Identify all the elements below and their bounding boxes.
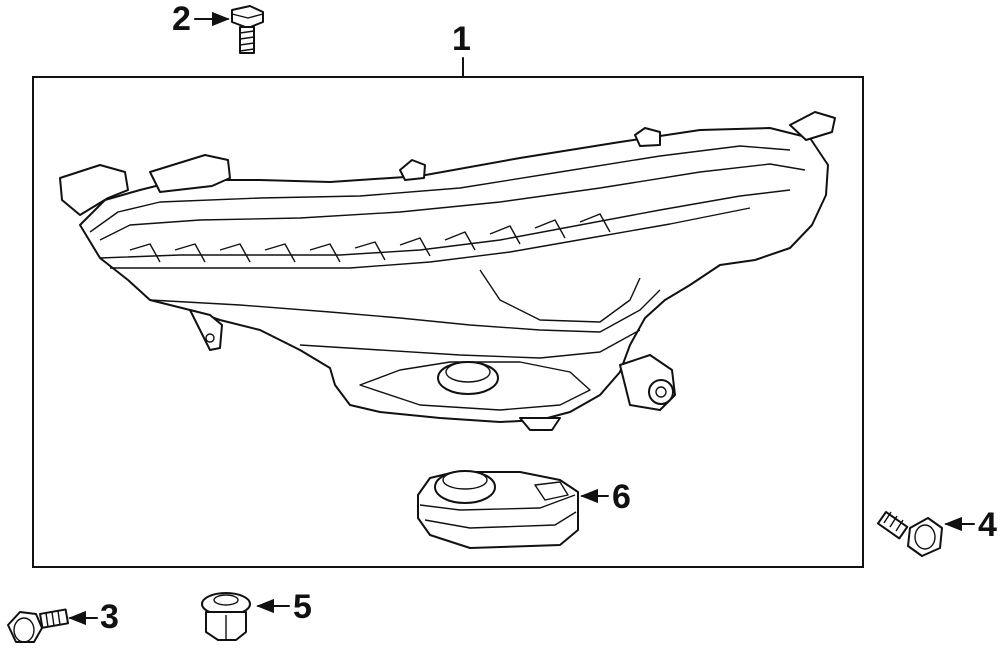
- upper-bolt[interactable]: [231, 5, 264, 54]
- callout-4-label: 4: [978, 506, 997, 544]
- nut[interactable]: [201, 592, 251, 641]
- callout-3-label: 3: [100, 598, 119, 636]
- callout-1-label: 1: [452, 20, 471, 58]
- callout-5-label: 5: [293, 588, 312, 626]
- side-bolt[interactable]: [876, 510, 943, 557]
- lower-bolt[interactable]: [7, 608, 70, 643]
- callout-6-label: 6: [612, 478, 631, 516]
- callout-2-label: 2: [172, 0, 191, 38]
- headlamp-assembly[interactable]: [59, 111, 836, 431]
- control-module[interactable]: [417, 470, 579, 549]
- assembly-frame: [32, 76, 864, 568]
